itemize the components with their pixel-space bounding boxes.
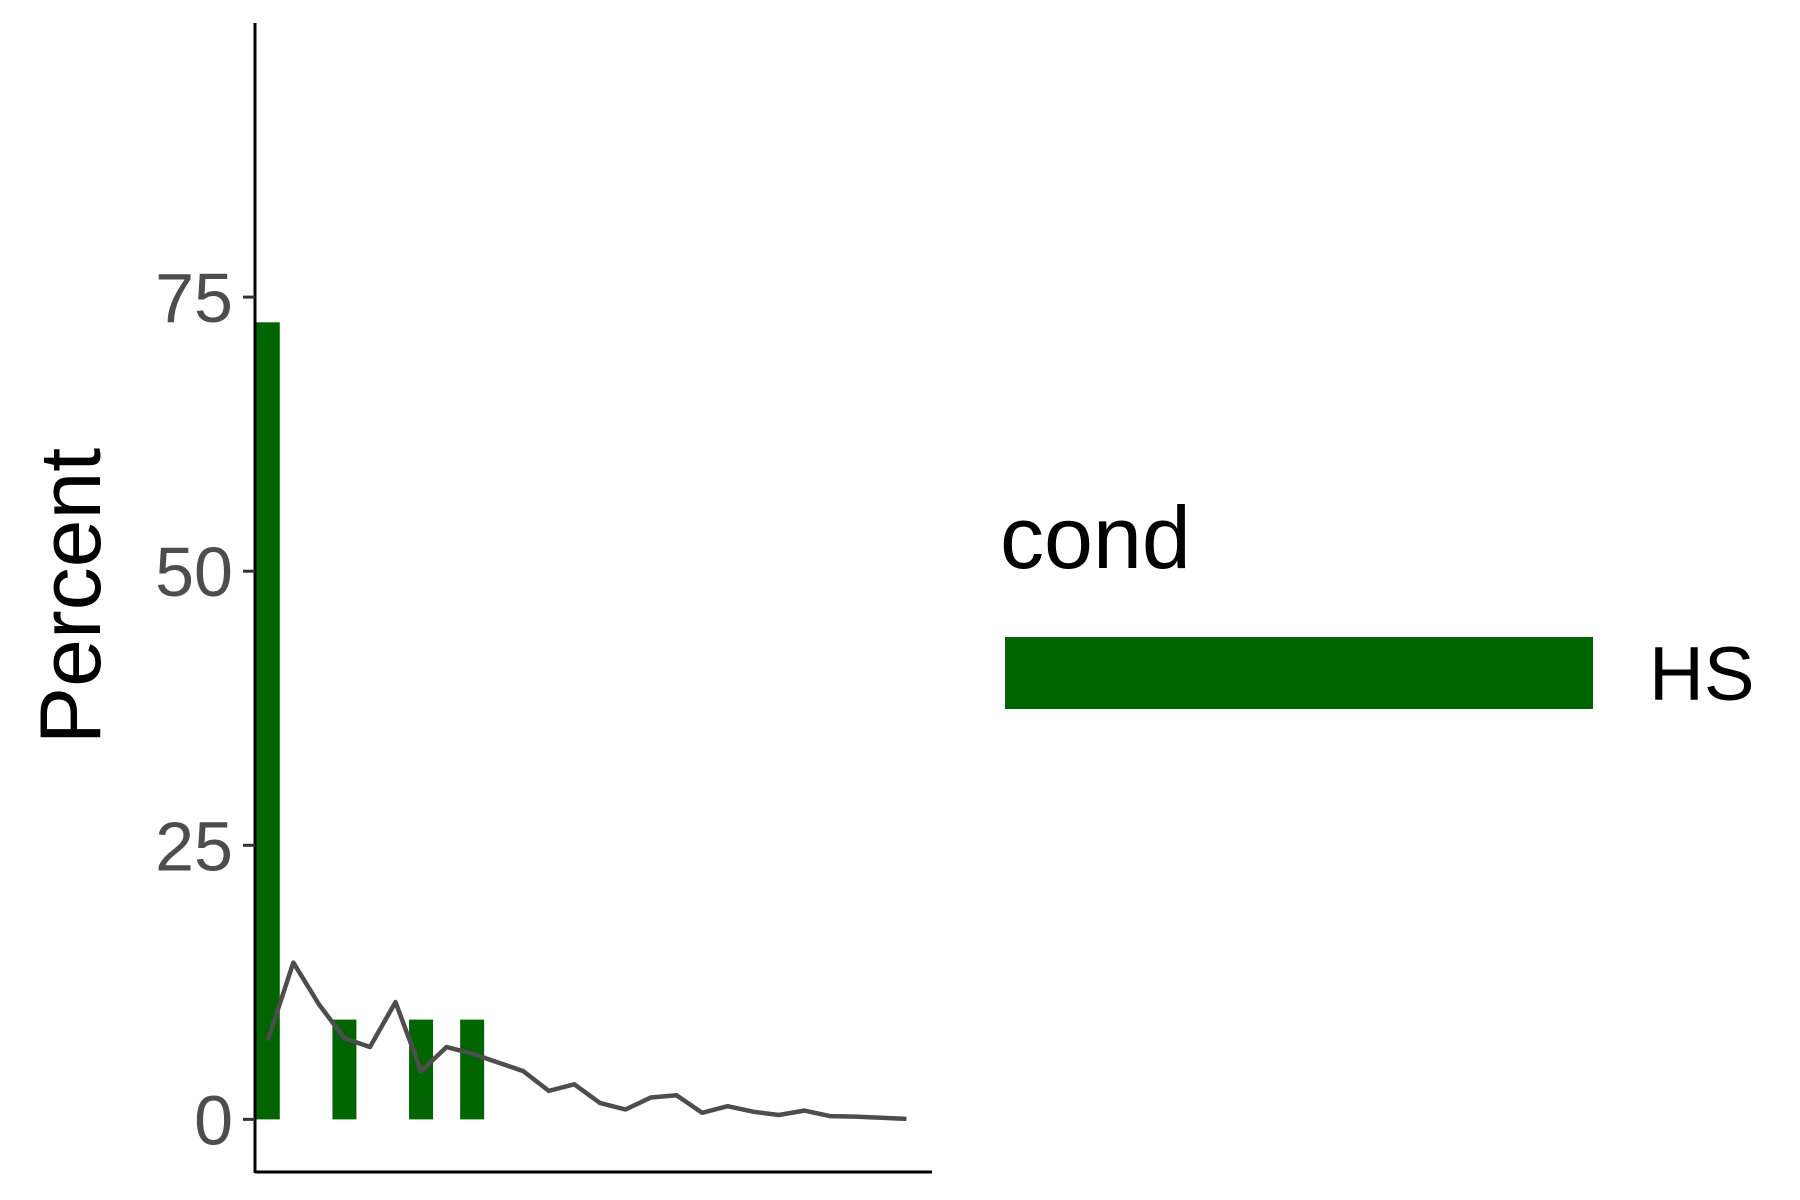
y-tick-label: 0 (194, 1081, 233, 1159)
y-axis-ticks: 0 25 50 75 (155, 259, 255, 1159)
legend: cond HS (1000, 488, 1755, 717)
y-tick-label: 50 (155, 533, 233, 611)
legend-key-hs (1005, 637, 1593, 709)
plot-area (255, 322, 907, 1122)
axes (253, 23, 932, 1174)
bar (460, 1019, 485, 1120)
y-tick-label: 75 (155, 259, 233, 337)
series-line (265, 960, 907, 1122)
bar (255, 322, 280, 1120)
y-axis-title: Percent (23, 448, 119, 744)
y-tick-label: 25 (155, 807, 233, 885)
legend-title: cond (1000, 488, 1191, 587)
legend-label-hs: HS (1649, 632, 1755, 717)
